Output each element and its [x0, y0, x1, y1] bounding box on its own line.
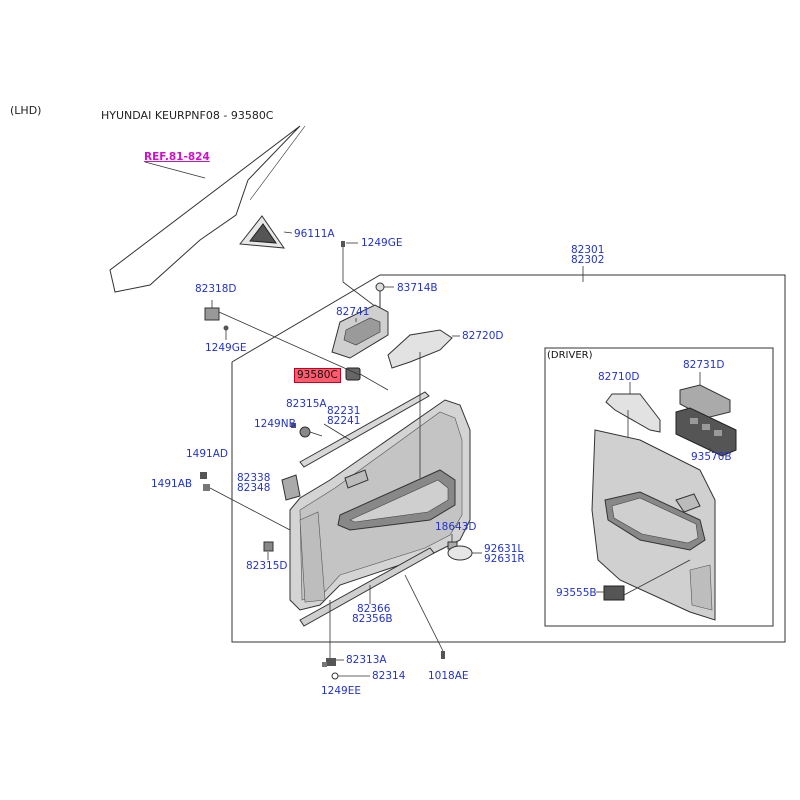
courtesy-lamp: [447, 534, 482, 561]
window-glass: [109, 125, 301, 293]
part-label-82302[interactable]: 82302: [571, 254, 605, 266]
part-label-82720d[interactable]: 82720D: [462, 330, 504, 342]
part-label-82315d[interactable]: 82315D: [246, 560, 288, 572]
part-label-82710d[interactable]: 82710D: [598, 371, 640, 383]
part-label-1249ge[interactable]: 1249GE: [361, 237, 403, 249]
part-label-1249ee[interactable]: 1249EE: [321, 685, 361, 697]
part-label-82731d[interactable]: 82731D: [683, 359, 725, 371]
part-label-82366[interactable]: 82366: [357, 603, 391, 615]
driver-inset-frame: [544, 347, 774, 627]
bottom-fasteners: [322, 574, 445, 680]
switch-93580c: [345, 367, 389, 391]
assembly-frame: [231, 274, 786, 643]
part-label-82356b[interactable]: 82356B: [352, 613, 393, 625]
part-label-92631r[interactable]: 92631R: [484, 553, 525, 565]
diagram-title: HYUNDAI KEURPNF08 - 93580C: [101, 109, 274, 122]
driver-inset-label: (DRIVER): [547, 350, 593, 361]
lower-strip-82366: [299, 547, 435, 627]
bolt-1249ge-top: [341, 241, 381, 311]
part-label-96111a[interactable]: 96111A: [294, 228, 335, 240]
part-label-83714b[interactable]: 83714B: [397, 282, 438, 294]
part-label-92631l[interactable]: 92631L: [484, 543, 524, 555]
part-label-1249nb[interactable]: 1249NB: [254, 418, 296, 430]
mirror-patch-part: [239, 215, 286, 249]
part-label-82301[interactable]: 82301: [571, 244, 605, 256]
reference-link[interactable]: REF.81-824: [144, 151, 210, 163]
inside-handle-82338: [281, 474, 301, 501]
part-label-18643d[interactable]: 18643D: [435, 521, 477, 533]
driver-trim-panel: [591, 429, 716, 621]
part-label-82314[interactable]: 82314: [372, 670, 406, 682]
part-label-1491ab[interactable]: 1491AB: [151, 478, 193, 490]
part-label-82338[interactable]: 82338: [237, 472, 271, 484]
door-trim-panel: [289, 352, 471, 611]
switch-panel-93570b: [675, 407, 737, 457]
drive-side-label: (LHD): [10, 104, 42, 117]
switch-93555b: [596, 559, 691, 601]
part-label-1249ge-left[interactable]: 1249GE: [205, 342, 247, 354]
fasteners-1491: [200, 472, 291, 531]
part-label-82313a[interactable]: 82313A: [346, 654, 387, 666]
armrest-82720d: [387, 329, 460, 369]
part-label-82318d[interactable]: 82318D: [195, 283, 237, 295]
clip-82318d: [204, 300, 361, 376]
part-label-82348[interactable]: 82348: [237, 482, 271, 494]
part-label-82315a[interactable]: 82315A: [286, 398, 327, 410]
part-label-1018ae[interactable]: 1018AE: [428, 670, 469, 682]
part-label-82241[interactable]: 82241: [327, 415, 361, 427]
weatherstrip-82231: [299, 391, 430, 468]
highlighted-part-label[interactable]: 93580C: [294, 368, 341, 383]
part-label-1491ad[interactable]: 1491AD: [186, 448, 228, 460]
part-label-93570b[interactable]: 93570B: [691, 451, 732, 463]
part-label-82231[interactable]: 82231: [327, 405, 361, 417]
bezel-82741: [331, 304, 389, 359]
part-label-93555b[interactable]: 93555B: [556, 587, 597, 599]
part-label-82741[interactable]: 82741: [336, 306, 370, 318]
